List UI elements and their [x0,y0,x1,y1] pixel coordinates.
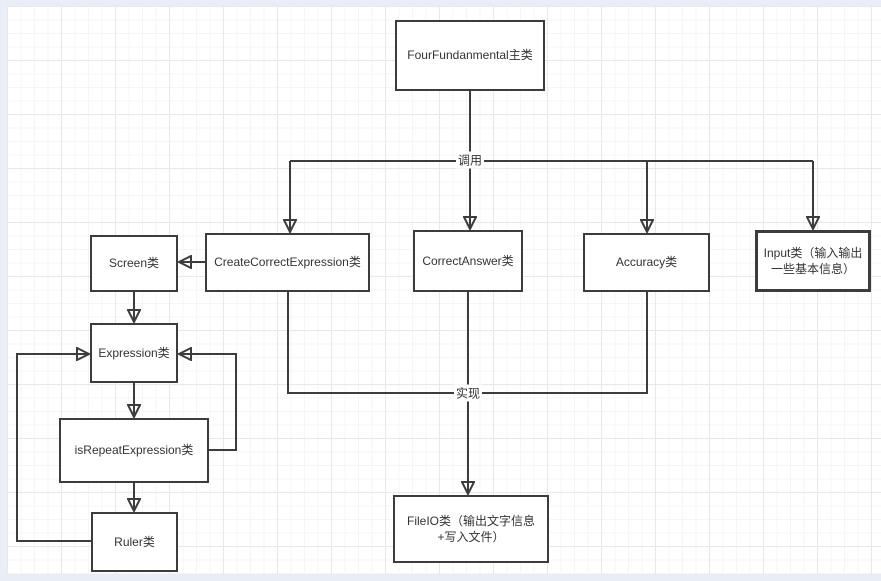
node-ruler-class[interactable]: Ruler类 [91,512,178,572]
edge-label-implements[interactable]: 实现 [453,384,483,402]
node-label: isRepeatExpression类 [74,443,194,458]
node-correct-answer-class[interactable]: CorrectAnswer类 [413,230,523,292]
edge-isrepeat-to-expression-loop[interactable] [180,354,237,451]
node-create-correct-expression-class[interactable]: CreateCorrectExpression类 [205,233,370,292]
node-label-line2: +写入文件） [437,530,505,544]
node-fileio-class[interactable]: FileIO类（输出文字信息 +写入文件） [393,495,549,563]
node-accuracy-class[interactable]: Accuracy类 [583,233,710,292]
node-input-class[interactable]: Input类（输入输出 一些基本信息） [755,230,871,292]
node-label-line1: FileIO类（输出文字信息 [406,513,535,528]
edge-ruler-to-expression-loop[interactable] [16,354,91,542]
node-is-repeat-expression-class[interactable]: isRepeatExpression类 [59,418,209,483]
node-label: Accuracy类 [615,255,678,270]
node-label-line1: Input类（输入输出 [763,245,863,260]
node-label: Screen类 [108,256,160,271]
node-label-line2: 一些基本信息） [770,262,855,276]
edge-main-calls-branch[interactable] [290,91,813,231]
node-fourfundanmental-main-class[interactable]: FourFundanmental主类 [395,20,545,91]
node-label: CorrectAnswer类 [422,253,514,268]
node-label: FourFundanmental主类 [407,48,533,63]
node-expression-class[interactable]: Expression类 [90,323,178,383]
node-label: Expression类 [98,345,170,360]
node-label: CreateCorrectExpression类 [214,255,361,270]
node-label: Ruler类 [114,534,155,549]
node-screen-class[interactable]: Screen类 [90,235,178,292]
edge-label-calls[interactable]: 调用 [455,151,485,169]
